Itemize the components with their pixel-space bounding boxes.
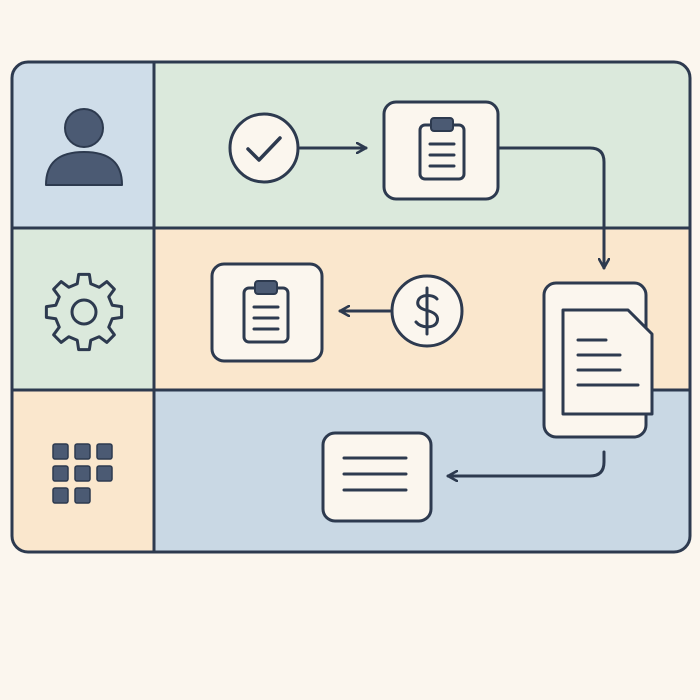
edge-document-to-textcard	[446, 450, 606, 476]
approve-node[interactable]	[228, 112, 300, 184]
document-stack-icon	[561, 308, 654, 416]
clipboard-icon	[418, 117, 466, 181]
diagram-frame	[10, 60, 692, 554]
document-stack-node[interactable]	[542, 281, 654, 439]
payment-node[interactable]	[390, 274, 464, 348]
text-card-node[interactable]	[321, 431, 433, 523]
lane-process-label-cell	[12, 228, 154, 390]
flow-edges	[298, 146, 606, 476]
clipboard-middle-node[interactable]	[210, 262, 324, 363]
text-lines-icon	[342, 456, 408, 492]
grid-icon	[52, 443, 113, 504]
clipboard-top-node[interactable]	[382, 100, 500, 201]
person-icon	[45, 108, 123, 186]
gear-icon	[44, 272, 124, 352]
checkmark-circle-icon	[228, 112, 300, 184]
clipboard-icon	[242, 280, 290, 344]
edge-clipboard-to-document	[496, 146, 604, 270]
